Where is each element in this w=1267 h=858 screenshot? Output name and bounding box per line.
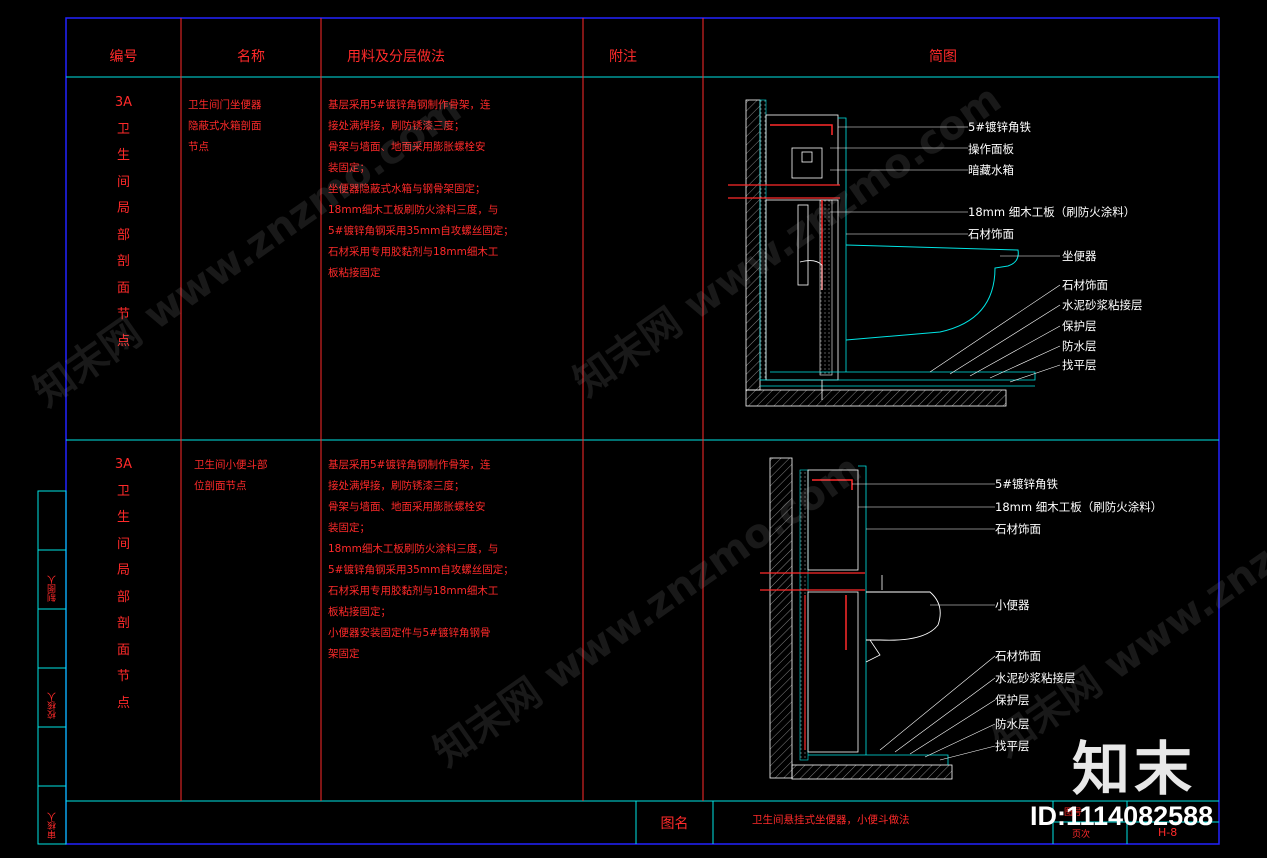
footer-drawing-no-label: 图号 — [1064, 808, 1083, 818]
row2-vtext-1: 生 — [116, 510, 130, 525]
row2-label-7: 防水层 — [995, 717, 1030, 731]
row1-vtext-3: 局 — [116, 201, 130, 216]
side-label-reviewer: 审核人 — [48, 812, 58, 839]
outer-frame — [65, 17, 1220, 845]
row2-label-3: 小便器 — [995, 598, 1030, 612]
header-diagram: 简图 — [929, 49, 957, 65]
row1-label-1: 操作面板 — [968, 142, 1014, 156]
row1-label-7: 水泥砂浆粘接层 — [1062, 298, 1143, 312]
row1-label-6: 石材饰面 — [1062, 278, 1108, 292]
urinal-section-diagram — [760, 457, 996, 780]
row1-vtext-4: 部 — [116, 227, 130, 243]
row1-name: 卫生间门坐便器 隐蔽式水箱剖面 节点 — [188, 99, 262, 153]
row2-label-5: 水泥砂浆粘接层 — [995, 671, 1076, 685]
row2-vtext-6: 面 — [116, 642, 130, 658]
footer-drawing-name: 卫生间悬挂式坐便器，小便斗做法 — [752, 814, 910, 826]
header-method: 用料及分层做法 — [347, 49, 445, 65]
row2-vtext-0: 卫 — [116, 483, 130, 499]
row2-label-2: 石材饰面 — [995, 522, 1041, 536]
row1-label-9: 防水层 — [1062, 339, 1097, 353]
row1-label-2: 暗藏水箱 — [968, 163, 1014, 177]
row2-label-4: 石材饰面 — [995, 649, 1041, 663]
row2-code: 3A — [114, 457, 133, 472]
footer-page-no: H-8 — [1158, 826, 1178, 839]
row1-label-8: 保护层 — [1062, 319, 1097, 333]
row1-vtext-5: 剖 — [116, 254, 130, 269]
row1-vtext-1: 生 — [116, 148, 130, 163]
row1-vtext-8: 点 — [116, 333, 130, 349]
row1-label-10: 找平层 — [1062, 358, 1097, 372]
row1-label-0: 5#镀锌角铁 — [968, 120, 1031, 134]
header-code: 编号 — [109, 49, 138, 65]
row2-vtext-2: 间 — [116, 536, 130, 552]
row2-label-1: 18mm 细木工板（刷防火涂料） — [995, 500, 1163, 514]
row1-vtext-7: 节 — [116, 307, 130, 322]
row2-code-block: 3A 卫 生 间 局 部 剖 面 节 点 — [66, 452, 181, 717]
row2-vtext-8: 点 — [116, 695, 130, 711]
header-note: 附注 — [609, 49, 637, 65]
side-label-drafter: 制图人 — [48, 575, 58, 602]
row1-label-5: 坐便器 — [1062, 249, 1097, 263]
row2-vtext-4: 部 — [116, 589, 130, 605]
side-label-checker: 校核人 — [48, 692, 58, 719]
row2-vtext-7: 节 — [116, 669, 130, 684]
row2-label-6: 保护层 — [995, 693, 1030, 707]
row1-label-4: 石材饰面 — [968, 227, 1014, 241]
watermark-id: ID:1114082588 — [1030, 801, 1214, 831]
row1-vtext-0: 卫 — [116, 121, 130, 137]
footer-page-label: 页次 — [1072, 830, 1091, 840]
toilet-section-diagram — [728, 99, 1061, 407]
row1-method: 基层采用5#镀锌角钢制作骨架，连 接处满焊接，刷防锈漆三度； 骨架与墙面、地面采… — [328, 99, 514, 279]
row2-vtext-3: 局 — [116, 563, 130, 578]
header-name: 名称 — [237, 49, 265, 65]
row1-code-block: 3A 卫 生 间 局 部 剖 面 节 点 — [66, 90, 181, 355]
row1-code: 3A — [114, 95, 133, 110]
row1-vtext-6: 面 — [116, 280, 130, 296]
row2-label-0: 5#镀锌角铁 — [995, 477, 1058, 491]
watermark-logo: 知末 — [1072, 735, 1197, 803]
row1-label-3: 18mm 细木工板（刷防火涂料） — [968, 205, 1136, 219]
row1-vtext-2: 间 — [116, 174, 130, 190]
row2-vtext-5: 剖 — [116, 616, 130, 631]
row2-name: 卫生间小便斗部 位剖面节点 — [194, 459, 268, 492]
row2-label-8: 找平层 — [995, 739, 1030, 753]
row2-method: 基层采用5#镀锌角钢制作骨架，连 接处满焊接，刷防锈漆三度； 骨架与墙面、地面采… — [328, 459, 514, 660]
footer-drawing-name-label: 图名 — [660, 816, 689, 832]
